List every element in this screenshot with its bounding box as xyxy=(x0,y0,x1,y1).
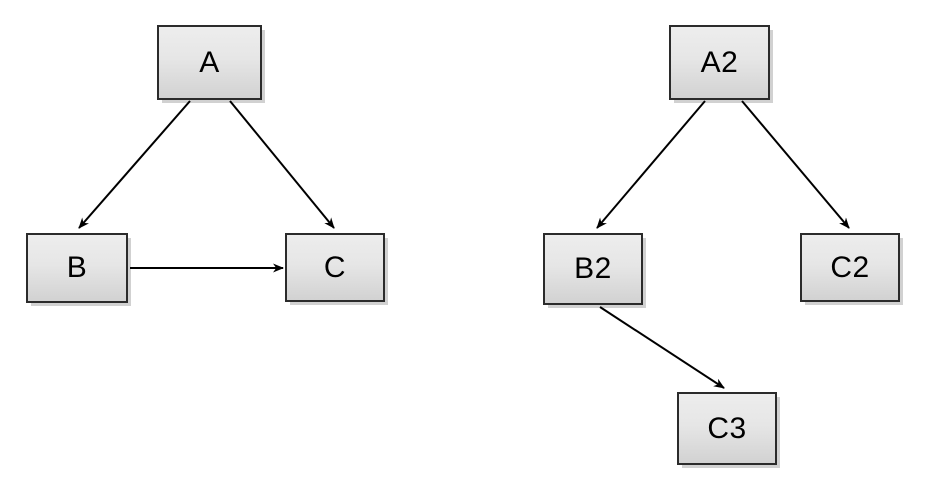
node-c[interactable]: C xyxy=(285,233,385,302)
node-b2[interactable]: B2 xyxy=(543,233,643,305)
node-c-label: C xyxy=(323,250,347,284)
node-b2-label: B2 xyxy=(574,252,612,285)
node-c3[interactable]: C3 xyxy=(677,392,777,465)
node-b[interactable]: B xyxy=(26,233,128,303)
edge-a-to-b xyxy=(78,100,191,229)
node-a-label: A xyxy=(199,45,220,79)
node-c2[interactable]: C2 xyxy=(800,233,900,302)
node-a2-label: A2 xyxy=(700,45,739,79)
edge-b2-to-c3 xyxy=(599,306,725,389)
node-a2[interactable]: A2 xyxy=(669,25,770,100)
edge-a2-to-b2 xyxy=(596,100,706,229)
node-c3-label: C3 xyxy=(707,411,747,445)
edge-a2-to-c2 xyxy=(741,100,850,229)
node-b-label: B xyxy=(66,251,88,284)
node-a[interactable]: A xyxy=(157,25,262,100)
edge-a-to-c xyxy=(229,100,335,229)
node-c2-label: C2 xyxy=(830,250,870,284)
